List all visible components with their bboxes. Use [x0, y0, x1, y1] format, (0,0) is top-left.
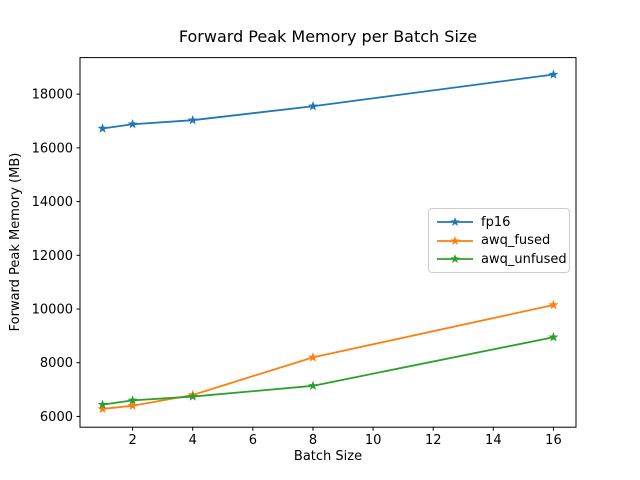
series-marker-fp16 — [548, 69, 559, 79]
series-marker-awq_unfused — [97, 399, 108, 409]
x-tick-label: 16 — [545, 433, 562, 448]
series-marker-awq_fused — [127, 400, 138, 410]
series-line-awq_unfused — [102, 336, 554, 406]
y-tick-label: 10000 — [32, 303, 73, 318]
y-tick-label: 14000 — [32, 195, 73, 210]
x-tick-label: 2 — [128, 433, 136, 448]
legend: fp16 awq_fused awq_unfused — [428, 208, 570, 273]
series-marker-fp16 — [127, 119, 138, 129]
x-tick-label: 4 — [189, 433, 197, 448]
x-tick-label: 10 — [365, 433, 382, 448]
series-marker-awq_unfused — [308, 380, 318, 391]
series-marker-fp16 — [97, 123, 108, 133]
y-tick-label: 16000 — [32, 141, 73, 156]
y-tick-label: 12000 — [32, 249, 73, 264]
series-marker-fp16 — [308, 101, 318, 111]
legend-label-awq_fused: awq_fused — [481, 233, 551, 248]
x-tick-label: 8 — [309, 433, 317, 448]
series-marker-awq_fused — [548, 299, 559, 310]
legend-item-awq_fused: awq_fused — [437, 233, 561, 248]
series-marker-awq_unfused — [548, 332, 559, 342]
series-marker-awq_fused — [97, 403, 108, 414]
series-line-fp16 — [102, 73, 554, 130]
chart-title: Forward Peak Memory per Batch Size — [178, 27, 478, 46]
legend-swatch-fp16 — [437, 217, 473, 227]
y-axis-label: Forward Peak Memory (MB) — [8, 152, 23, 332]
x-tick-label: 14 — [485, 433, 502, 448]
series-marker-awq_unfused — [127, 395, 138, 405]
series-marker-awq_fused — [308, 352, 318, 362]
legend-label-fp16: fp16 — [481, 214, 511, 230]
legend-item-awq_unfused: awq_unfused — [437, 252, 567, 267]
legend-swatch-awq_fused — [437, 235, 473, 245]
legend-swatch-awq_unfused — [437, 254, 473, 264]
x-axis-label: Batch Size — [293, 449, 363, 464]
y-tick-label: 6000 — [40, 410, 73, 425]
legend-label-awq_unfused: awq_unfused — [481, 251, 567, 267]
star-marker-icon — [450, 254, 460, 264]
y-tick-label: 8000 — [40, 356, 73, 371]
star-marker-icon — [450, 235, 460, 245]
plot-frame — [79, 57, 577, 428]
series-marker-fp16 — [187, 114, 198, 125]
series-line-awq_fused — [102, 304, 554, 410]
legend-item-fp16: fp16 — [437, 215, 561, 230]
x-tick-label: 12 — [425, 433, 442, 448]
x-tick-label: 6 — [249, 433, 257, 448]
series-marker-awq_unfused — [187, 391, 198, 401]
star-marker-icon — [450, 217, 460, 227]
y-tick-label: 18000 — [32, 88, 73, 103]
